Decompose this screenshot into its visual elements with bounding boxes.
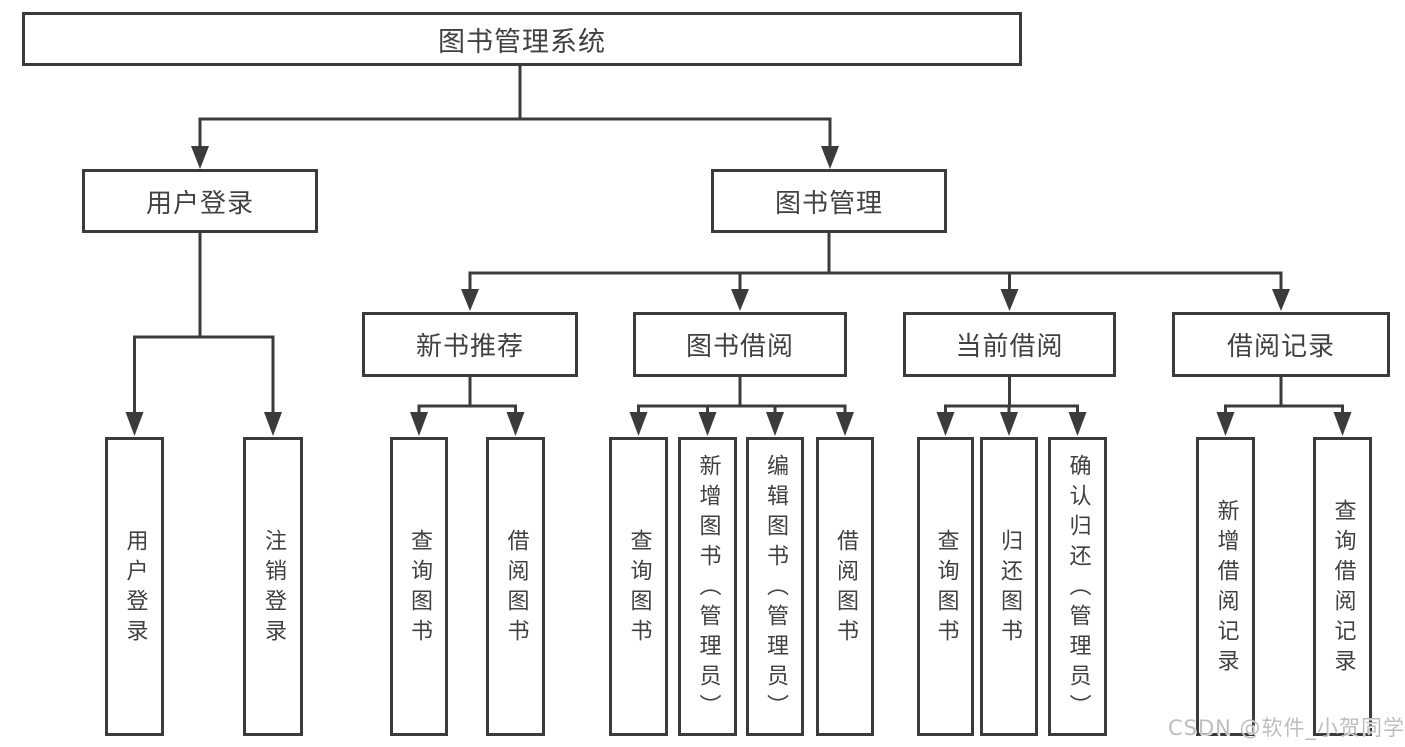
arrowhead <box>410 412 428 436</box>
leaf-user-login: 用户登录 <box>105 437 164 736</box>
arrowhead <box>836 412 854 436</box>
leaf-add-books-admin: 新增图书（管理员） <box>678 437 737 736</box>
arrowhead <box>1272 289 1290 311</box>
leaf-borrow-books: 借阅图书 <box>816 437 874 736</box>
arrowhead <box>461 289 479 311</box>
arrowhead <box>1000 412 1018 436</box>
leaf-confirm-return-admin: 确认归还（管理员） <box>1048 437 1107 736</box>
node-user-login: 用户登录 <box>82 169 318 233</box>
node-book-management: 图书管理 <box>711 169 947 233</box>
leaf-add-borrow-record: 新增借阅记录 <box>1196 437 1255 736</box>
arrowhead <box>264 412 282 436</box>
arrowhead <box>1216 412 1235 436</box>
arrowhead <box>629 412 648 436</box>
csdn-watermark: CSDN @软件_小贺同学 <box>1168 716 1405 740</box>
arrowhead <box>1068 412 1087 436</box>
node-current-borrowing: 当前借阅 <box>903 312 1116 377</box>
arrowhead <box>821 146 839 169</box>
leaf-borrow-books-recommend: 借阅图书 <box>486 437 545 736</box>
arrowhead <box>191 146 209 169</box>
arrowhead <box>766 412 784 436</box>
leaf-edit-books-admin: 编辑图书（管理员） <box>746 437 804 736</box>
arrowhead <box>125 412 144 436</box>
leaf-query-books-current: 查询图书 <box>917 437 974 736</box>
node-root-system: 图书管理系统 <box>22 12 1022 66</box>
arrowhead <box>731 289 749 311</box>
arrowhead <box>1000 289 1019 311</box>
node-new-book-recommend: 新书推荐 <box>362 312 578 377</box>
node-book-borrowing: 图书借阅 <box>633 312 847 377</box>
leaf-logout-login: 注销登录 <box>243 437 303 736</box>
arrowhead <box>698 412 717 436</box>
arrowhead <box>506 412 525 436</box>
arrowhead <box>936 412 955 436</box>
leaf-return-books: 归还图书 <box>980 437 1038 736</box>
node-borrowing-records: 借阅记录 <box>1172 312 1390 377</box>
tree-connector-path <box>133 64 1344 415</box>
leaf-query-borrow-record: 查询借阅记录 <box>1313 437 1372 736</box>
leaf-query-books-borrowing: 查询图书 <box>609 437 668 736</box>
leaf-query-books-recommend: 查询图书 <box>390 437 448 736</box>
arrowhead <box>1333 412 1352 436</box>
